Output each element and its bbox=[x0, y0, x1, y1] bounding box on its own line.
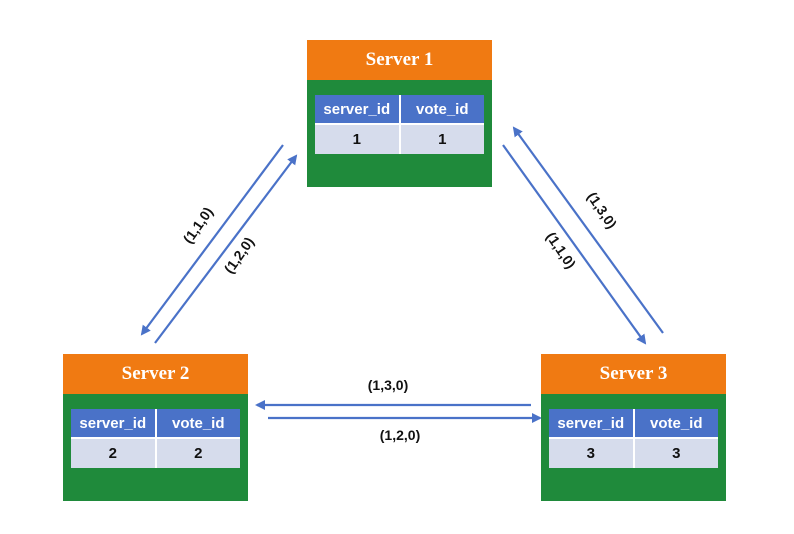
server-1-table: server_id vote_id 1 1 bbox=[315, 95, 484, 154]
server-3-table: server_id vote_id 3 3 bbox=[549, 409, 718, 468]
server-2-title: Server 2 bbox=[63, 354, 248, 394]
server-1-title: Server 1 bbox=[307, 40, 492, 80]
vote-id-value: 3 bbox=[633, 438, 718, 468]
vote-id-value: 2 bbox=[155, 438, 240, 468]
server-3-title: Server 3 bbox=[541, 354, 726, 394]
column-header-vote-id: vote_id bbox=[633, 409, 718, 439]
column-header-server-id: server_id bbox=[71, 409, 157, 439]
column-header-vote-id: vote_id bbox=[399, 95, 484, 125]
label-s2-to-s3: (1,2,0) bbox=[380, 427, 420, 443]
server-id-value: 2 bbox=[71, 438, 157, 468]
label-s2-to-s1: (1,2,0) bbox=[221, 234, 257, 276]
column-header-server-id: server_id bbox=[315, 95, 401, 125]
label-s1-to-s3: (1,1,0) bbox=[543, 229, 579, 271]
arrow-s1-to-s2 bbox=[140, 144, 284, 336]
label-s3-to-s2: (1,3,0) bbox=[368, 377, 408, 393]
server-2-box: Server 2 server_id vote_id 2 2 bbox=[63, 354, 248, 501]
arrow-s1-to-s3 bbox=[502, 144, 647, 345]
column-header-server-id: server_id bbox=[549, 409, 635, 439]
server-1-box: Server 1 server_id vote_id 1 1 bbox=[307, 40, 492, 187]
server-2-table: server_id vote_id 2 2 bbox=[71, 409, 240, 468]
label-s3-to-s1: (1,3,0) bbox=[584, 189, 620, 231]
label-s1-to-s2: (1,1,0) bbox=[180, 204, 216, 246]
server-id-value: 1 bbox=[315, 124, 401, 154]
arrow-s2-to-s1 bbox=[154, 154, 298, 344]
vote-id-value: 1 bbox=[399, 124, 484, 154]
column-header-vote-id: vote_id bbox=[155, 409, 240, 439]
arrow-s3-to-s1 bbox=[512, 126, 664, 334]
server-3-box: Server 3 server_id vote_id 3 3 bbox=[541, 354, 726, 501]
server-id-value: 3 bbox=[549, 438, 635, 468]
